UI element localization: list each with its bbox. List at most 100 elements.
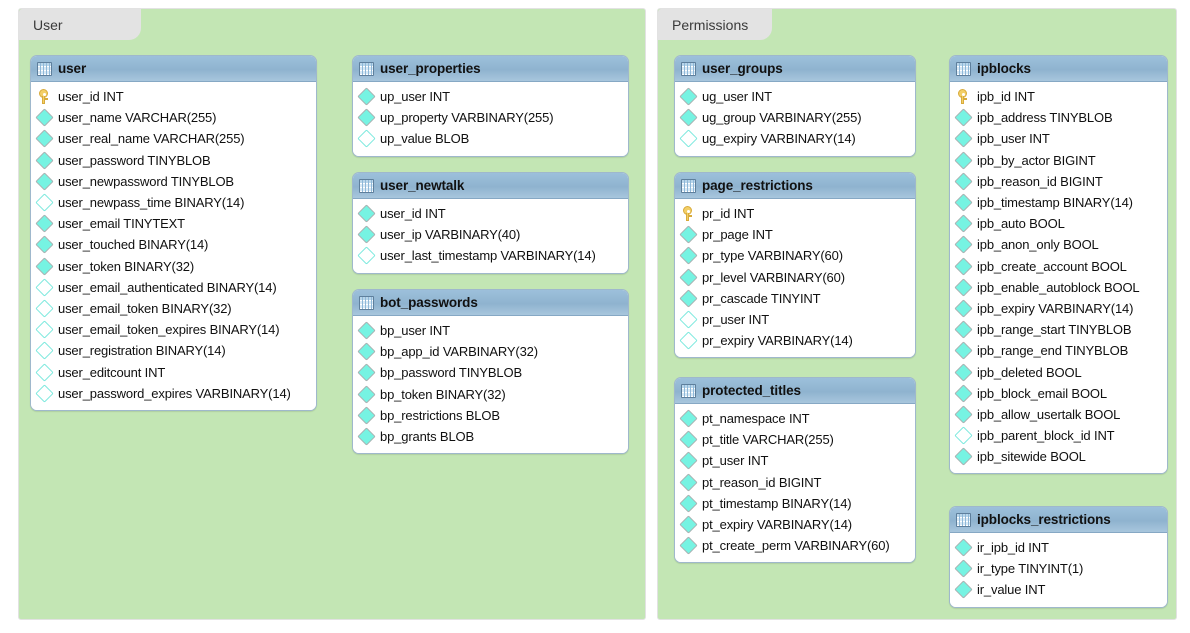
table-column-row[interactable]: ipb_timestamp BINARY(14)	[950, 192, 1167, 213]
table-column-row[interactable]: pr_expiry VARBINARY(14)	[675, 330, 915, 351]
table-column-row[interactable]: user_editcount INT	[31, 361, 316, 382]
table-column-row[interactable]: ipb_range_end TINYBLOB	[950, 340, 1167, 361]
table-header[interactable]: bot_passwords	[353, 290, 628, 316]
column-label: user_token BINARY(32)	[58, 258, 195, 274]
table-column-row[interactable]: user_email_authenticated BINARY(14)	[31, 277, 316, 298]
table-grid-icon	[681, 61, 696, 76]
table-column-row[interactable]: user_id INT	[353, 203, 628, 224]
table-column-row[interactable]: ipb_enable_autoblock BOOL	[950, 277, 1167, 298]
table-column-row[interactable]: pr_type VARBINARY(60)	[675, 245, 915, 266]
table-header[interactable]: page_restrictions	[675, 173, 915, 199]
table-column-row[interactable]: bp_grants BLOB	[353, 426, 628, 447]
table-header[interactable]: user_newtalk	[353, 173, 628, 199]
table-column-row[interactable]: user_registration BINARY(14)	[31, 340, 316, 361]
table-column-row[interactable]: ipb_parent_block_id INT	[950, 425, 1167, 446]
table-column-row[interactable]: bp_restrictions BLOB	[353, 405, 628, 426]
table-column-row[interactable]: up_value BLOB	[353, 128, 628, 149]
table-column-row[interactable]: ipb_sitewide BOOL	[950, 446, 1167, 467]
table-column-row[interactable]: ipb_by_actor BIGINT	[950, 150, 1167, 171]
table-box-user_properties[interactable]: user_properties up_user INT up_property VA…	[352, 55, 629, 157]
table-column-row[interactable]: bp_user INT	[353, 320, 628, 341]
table-column-row[interactable]: bp_token BINARY(32)	[353, 384, 628, 405]
table-column-row[interactable]: bp_password TINYBLOB	[353, 362, 628, 383]
table-column-row[interactable]: ipb_create_account BOOL	[950, 256, 1167, 277]
section-tab-label[interactable]: Permissions	[658, 9, 772, 40]
table-column-row[interactable]: ipb_deleted BOOL	[950, 361, 1167, 382]
column-label: up_property VARBINARY(255)	[380, 110, 554, 126]
table-column-row[interactable]: pt_expiry VARBINARY(14)	[675, 514, 915, 535]
table-column-row[interactable]: pt_user INT	[675, 450, 915, 471]
table-column-row[interactable]: user_touched BINARY(14)	[31, 234, 316, 255]
table-column-row[interactable]: ir_value INT	[950, 579, 1167, 600]
table-column-row[interactable]: user_password_expires VARBINARY(14)	[31, 383, 316, 404]
section-tab-label[interactable]: User	[19, 9, 141, 40]
table-column-row[interactable]: user_password TINYBLOB	[31, 150, 316, 171]
notnull-diamond-icon	[954, 172, 973, 191]
table-header[interactable]: user	[31, 56, 316, 82]
table-column-row[interactable]: pt_title VARCHAR(255)	[675, 429, 915, 450]
table-column-row[interactable]: ipb_user INT	[950, 128, 1167, 149]
table-column-row[interactable]: up_user INT	[353, 86, 628, 107]
column-label: ipb_enable_autoblock BOOL	[977, 279, 1140, 295]
table-column-row[interactable]: ipb_auto BOOL	[950, 213, 1167, 234]
table-column-row[interactable]: ir_ipb_id INT	[950, 537, 1167, 558]
nullable-diamond-icon	[35, 320, 54, 339]
table-header[interactable]: user_groups	[675, 56, 915, 82]
column-label: user_touched BINARY(14)	[58, 237, 209, 253]
table-grid-icon	[37, 61, 52, 76]
table-column-row[interactable]: pt_reason_id BIGINT	[675, 472, 915, 493]
table-column-row[interactable]: bp_app_id VARBINARY(32)	[353, 341, 628, 362]
table-column-row[interactable]: ipb_range_start TINYBLOB	[950, 319, 1167, 340]
table-column-row[interactable]: user_ip VARBINARY(40)	[353, 224, 628, 245]
table-column-row[interactable]: ug_user INT	[675, 86, 915, 107]
notnull-diamond-icon	[35, 129, 54, 149]
table-column-row[interactable]: ipb_block_email BOOL	[950, 383, 1167, 404]
table-column-row[interactable]: ipb_allow_usertalk BOOL	[950, 404, 1167, 425]
column-label: user_last_timestamp VARBINARY(14)	[380, 248, 596, 264]
table-column-row[interactable]: pr_page INT	[675, 224, 915, 245]
table-column-row[interactable]: pr_level VARBINARY(60)	[675, 267, 915, 288]
table-column-row[interactable]: user_name VARCHAR(255)	[31, 107, 316, 128]
table-column-row[interactable]: pr_user INT	[675, 309, 915, 330]
table-column-row[interactable]: user_newpassword TINYBLOB	[31, 171, 316, 192]
table-column-row[interactable]: up_property VARBINARY(255)	[353, 107, 628, 128]
table-name: protected_titles	[702, 383, 801, 398]
table-column-row[interactable]: ipb_anon_only BOOL	[950, 234, 1167, 255]
table-column-row[interactable]: user_newpass_time BINARY(14)	[31, 192, 316, 213]
table-column-row[interactable]: user_id INT	[31, 86, 316, 107]
column-label: ir_value INT	[977, 582, 1046, 598]
table-column-row[interactable]: pr_id INT	[675, 203, 915, 224]
table-column-row[interactable]: pt_namespace INT	[675, 408, 915, 429]
table-column-row[interactable]: ug_expiry VARBINARY(14)	[675, 128, 915, 149]
table-header[interactable]: ipblocks	[950, 56, 1167, 82]
table-column-row[interactable]: pt_create_perm VARBINARY(60)	[675, 535, 915, 556]
table-column-row[interactable]: ug_group VARBINARY(255)	[675, 107, 915, 128]
table-column-row[interactable]: ipb_id INT	[950, 86, 1167, 107]
column-label: user_real_name VARCHAR(255)	[58, 131, 245, 147]
table-column-row[interactable]: ipb_expiry VARBINARY(14)	[950, 298, 1167, 319]
table-column-row[interactable]: user_email_token_expires BINARY(14)	[31, 319, 316, 340]
table-column-row[interactable]: user_email_token BINARY(32)	[31, 298, 316, 319]
table-column-row[interactable]: user_email TINYTEXT	[31, 213, 316, 234]
table-column-row[interactable]: pr_cascade TINYINT	[675, 288, 915, 309]
table-header[interactable]: protected_titles	[675, 378, 915, 404]
table-column-row[interactable]: ir_type TINYINT(1)	[950, 558, 1167, 579]
column-label: user_editcount INT	[58, 364, 166, 380]
table-column-row[interactable]: ipb_reason_id BIGINT	[950, 171, 1167, 192]
table-column-row[interactable]: user_real_name VARCHAR(255)	[31, 128, 316, 149]
table-column-row[interactable]: pt_timestamp BINARY(14)	[675, 493, 915, 514]
table-header[interactable]: ipblocks_restrictions	[950, 507, 1167, 533]
table-column-row[interactable]: ipb_address TINYBLOB	[950, 107, 1167, 128]
table-column-row[interactable]: user_token BINARY(32)	[31, 256, 316, 277]
table-header[interactable]: user_properties	[353, 56, 628, 82]
table-column-row[interactable]: user_last_timestamp VARBINARY(14)	[353, 245, 628, 266]
